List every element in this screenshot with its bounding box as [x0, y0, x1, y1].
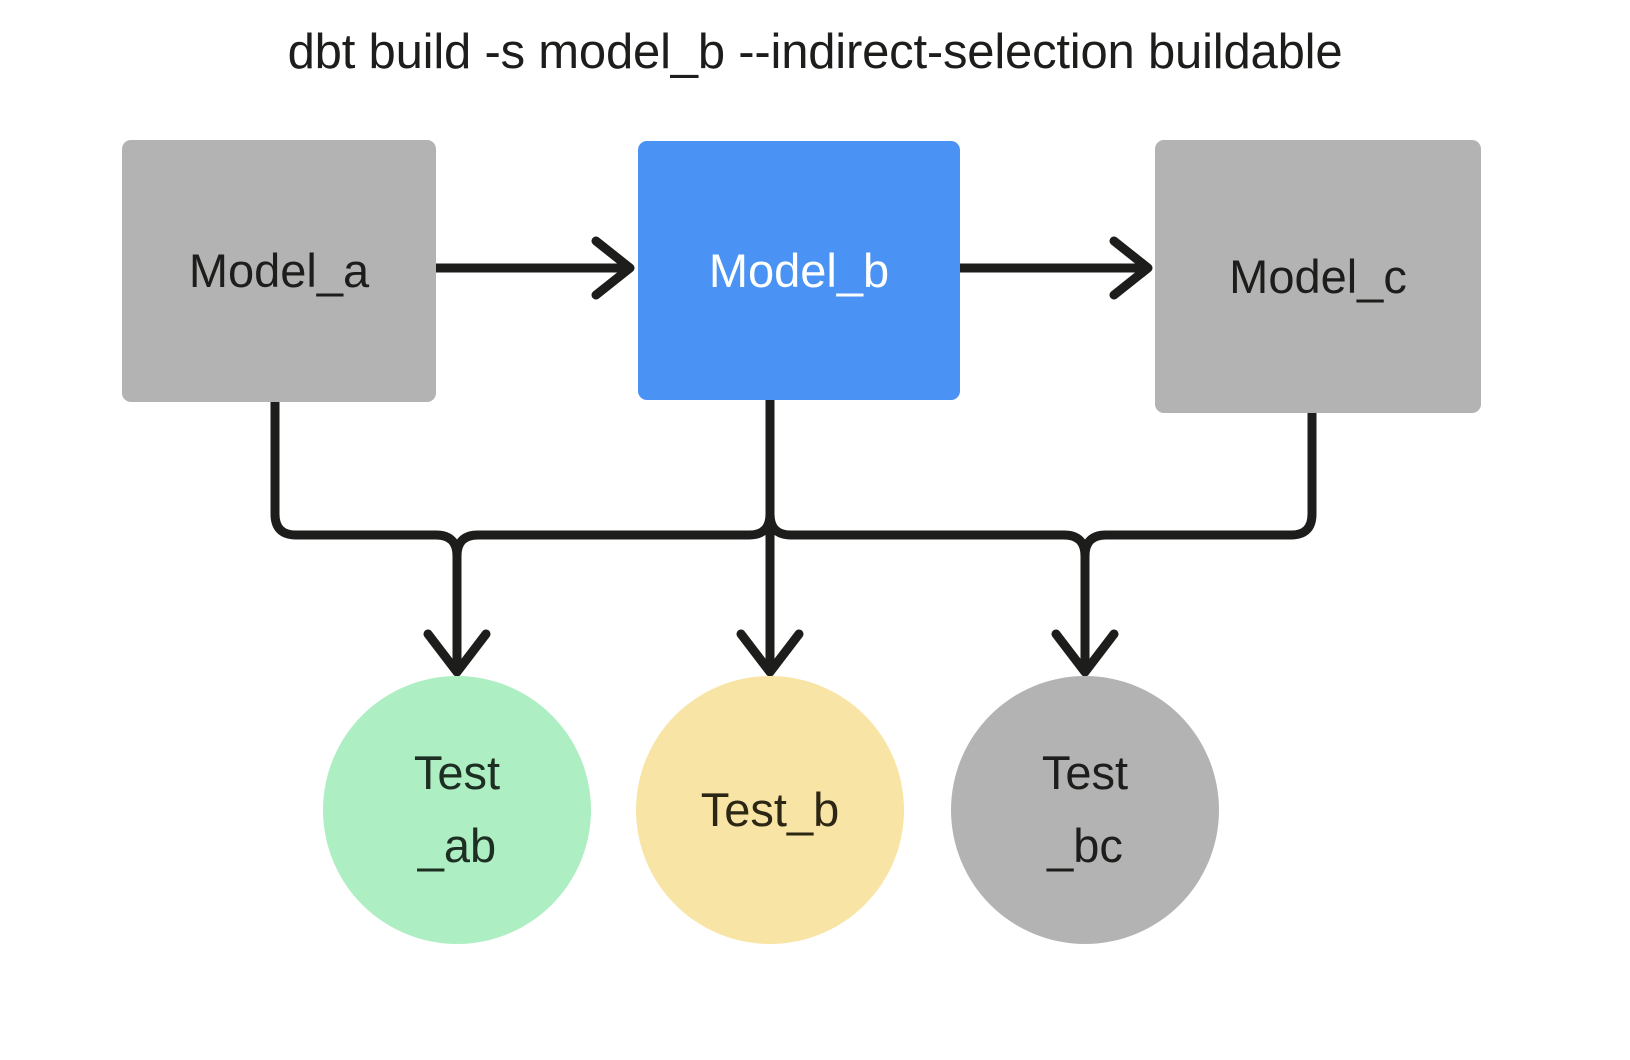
- edge-model-b-to-test-ab: [452, 395, 775, 625]
- edge-model-b-to-model-c: [955, 236, 1153, 300]
- node-test-ab[interactable]: Test _ab: [323, 676, 591, 944]
- node-test-ab-label-line1: Test: [413, 746, 501, 800]
- edge-model-b-to-test-b: [736, 395, 804, 677]
- edge-model-b-to-test-bc: [765, 395, 1119, 677]
- edge-model-a-to-test-ab: [270, 397, 491, 677]
- edge-model-a-to-model-b: [431, 236, 635, 300]
- node-test-bc[interactable]: Test _bc: [951, 676, 1219, 944]
- node-test-b[interactable]: Test_b: [636, 676, 904, 944]
- node-test-bc-label-line2: _bc: [1047, 819, 1123, 872]
- node-model-c-label: Model_c: [1229, 249, 1407, 303]
- node-test-bc-label-line1: Test: [1041, 746, 1129, 800]
- node-model-a[interactable]: Model_a: [122, 140, 436, 402]
- node-model-b[interactable]: Model_b: [638, 141, 960, 400]
- node-test-ab-label-line2: _ab: [417, 819, 497, 872]
- edge-model-c-to-test-bc: [1080, 408, 1317, 625]
- node-model-b-label: Model_b: [708, 243, 890, 297]
- diagram-title: dbt build -s model_b --indirect-selectio…: [287, 25, 1343, 79]
- node-model-c[interactable]: Model_c: [1155, 140, 1481, 413]
- node-test-b-label-line1: Test_b: [700, 782, 840, 836]
- node-model-a-label: Model_a: [188, 244, 370, 298]
